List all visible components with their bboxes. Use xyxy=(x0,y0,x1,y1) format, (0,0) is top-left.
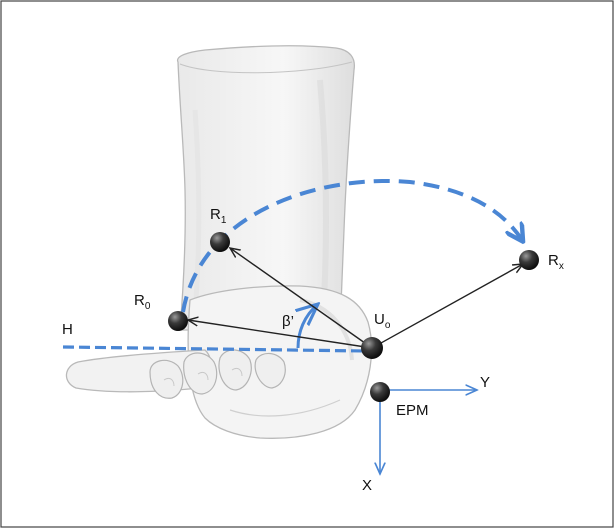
label-x-axis: X xyxy=(362,478,372,493)
ball-r1 xyxy=(210,232,230,252)
label-r0: R0 xyxy=(134,293,150,308)
ball-r0 xyxy=(168,311,188,331)
label-rx: Rx xyxy=(548,253,564,268)
label-h: H xyxy=(62,322,73,337)
label-r1: R1 xyxy=(210,207,226,222)
label-y-axis: Y xyxy=(480,375,490,390)
ball-epm xyxy=(370,382,390,402)
vector-uo-rx xyxy=(372,264,523,348)
ball-rx xyxy=(519,250,539,270)
label-beta: β’ xyxy=(282,314,294,329)
ball-uo xyxy=(361,337,383,359)
label-uo: Uo xyxy=(374,312,390,327)
label-epm: EPM xyxy=(396,403,429,418)
